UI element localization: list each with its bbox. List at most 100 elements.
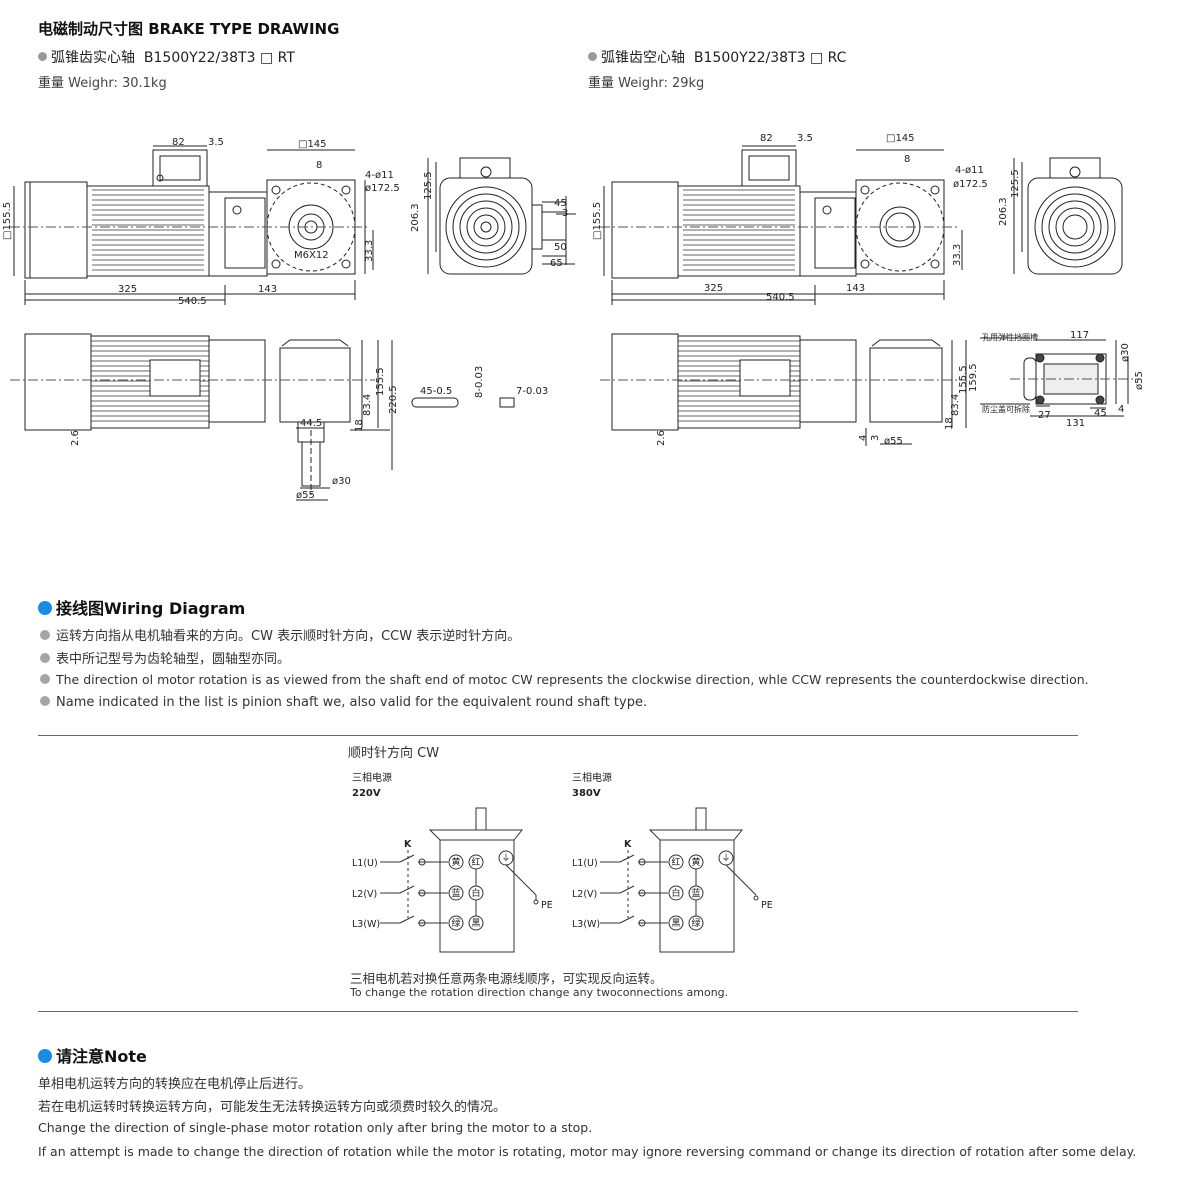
dim-label: 125.5 — [1010, 169, 1021, 198]
right-model-weight: 重量 Weighr: 29kg — [588, 72, 704, 91]
terminal-label: 白 — [471, 887, 480, 899]
wiring-bullet: 表中所记型号为齿轮轴型，圆轴型亦同。 — [40, 648, 290, 667]
dim-label: 4 — [858, 435, 869, 441]
dim-label: 143 — [846, 283, 865, 294]
wiring-diagram: 三相电源 220V 三相电源 380V — [352, 771, 773, 953]
dim-label: 83.4 — [362, 394, 373, 416]
dim-label: 3 — [562, 208, 568, 219]
ground-icon: ⏚ — [501, 853, 510, 864]
dim-label: ø30 — [1120, 343, 1131, 362]
dim-label: 117 — [1070, 330, 1089, 341]
dim-label: 143 — [258, 284, 277, 295]
dim-label: □155.5 — [592, 202, 603, 240]
right-top-view — [600, 145, 963, 305]
dim-label: ø172.5 — [953, 179, 988, 190]
switch-label: K — [404, 839, 412, 850]
right-model-heading: 弧锥齿空心轴 B1500Y22/38T3 □ RC — [588, 47, 846, 67]
dim-label: 33.3 — [952, 244, 963, 266]
note-heading-cn: 请注意 — [56, 1047, 105, 1066]
dim-label: 50 — [554, 242, 567, 253]
dim-label: ø30 — [332, 476, 351, 487]
dim-label: 44.5 — [300, 418, 322, 429]
dim-label: 325 — [704, 283, 723, 294]
dim-label: 540.5 — [766, 292, 795, 303]
terminal-label: 红 — [471, 856, 480, 868]
dim-label: 3.5 — [797, 133, 813, 144]
note-line: 单相电机运转方向的转换应在电机停止后进行。 — [38, 1077, 312, 1092]
line-label: L2(V) — [572, 889, 597, 900]
dim-label: 18 — [944, 417, 955, 430]
dim-label: □155.5 — [2, 202, 13, 240]
dim-label: 45 — [554, 198, 567, 209]
dim-label: 83.4 — [950, 394, 961, 416]
wiring-heading-cn: 接线图 — [56, 599, 105, 618]
note-label: 防尘盖可拆除 — [982, 404, 1030, 414]
supply-label: 三相电源 — [352, 771, 392, 784]
right-model-code: B1500Y22/38T3 □ RC — [693, 50, 847, 66]
dim-label: 45 — [1094, 408, 1107, 419]
dim-label: 155.5 — [375, 367, 386, 396]
dim-label: □145 — [886, 133, 915, 144]
dim-label: 4 — [1118, 404, 1124, 415]
technical-drawing: 82 3.5 □145 8 4-ø11 ø172.5 M6X12 □155.5 … — [2, 133, 1145, 501]
pe-label: PE — [761, 900, 773, 911]
page-title: 电磁制动尺寸图 BRAKE TYPE DRAWING — [38, 20, 340, 38]
terminal-label: 黄 — [451, 856, 460, 868]
left-weight-value: Weighr: 30.1kg — [68, 76, 167, 91]
dim-label: 3.5 — [208, 137, 224, 148]
divider — [38, 735, 1078, 736]
left-front-view — [10, 333, 515, 501]
supply-label: 三相电源 — [572, 771, 612, 784]
wiring-caption-en: To change the rotation direction change … — [350, 986, 729, 999]
bullet-dot-icon — [40, 674, 50, 684]
terminal-label: 蓝 — [691, 887, 700, 899]
pe-label: PE — [541, 900, 553, 911]
dim-label: 2.6 — [70, 430, 81, 446]
dim-label: ø55 — [1134, 371, 1145, 390]
dim-label: 131 — [1066, 418, 1085, 429]
note-heading: 请注意Note — [38, 1043, 147, 1067]
divider — [38, 1011, 1078, 1012]
right-model-name: 弧锥齿空心轴 — [601, 50, 685, 66]
terminal-label: 黑 — [471, 918, 480, 929]
wiring-diagram-title: 顺时针方向 CW — [348, 746, 440, 761]
left-top-view — [10, 145, 374, 305]
bullet-dot-icon — [38, 52, 47, 61]
left-weight-label: 重量 — [38, 76, 65, 91]
dim-label: 125.5 — [423, 171, 434, 200]
wiring-bullet-text: 运转方向指从电机轴看来的方向。CW 表示顺时针方向，CCW 表示逆时针方向。 — [56, 629, 521, 644]
dim-label: 8 — [904, 154, 910, 165]
wiring-heading-en: Wiring Diagram — [104, 599, 246, 618]
dim-label: 220.5 — [388, 385, 399, 414]
dim-label: 4-ø11 — [365, 170, 394, 181]
note-line: 若在电机运转时转换运转方向，可能发生无法转换运转方向或须费时较久的情况。 — [38, 1100, 507, 1115]
dim-label: ø55 — [884, 436, 903, 447]
voltage-label: 380V — [572, 788, 601, 799]
note-line: If an attempt is made to change the dire… — [38, 1144, 1137, 1159]
terminal-label: 绿 — [451, 917, 460, 929]
terminal-label: 黄 — [691, 856, 700, 868]
wiring-caption-cn: 三相电机若对换任意两条电源线顺序，可实现反向运转。 — [350, 971, 663, 986]
wiring-heading: 接线图Wiring Diagram — [38, 595, 245, 619]
dim-label: ø55 — [296, 490, 315, 501]
left-model-code: B1500Y22/38T3 □ RT — [143, 50, 295, 66]
bullet-dot-icon — [40, 630, 50, 640]
dim-label: 27 — [1038, 410, 1051, 421]
wiring-bullet-text: 表中所记型号为齿轮轴型，圆轴型亦同。 — [56, 652, 291, 667]
terminal-label: 红 — [671, 856, 680, 868]
note-heading-en: Note — [104, 1047, 147, 1066]
right-front-view — [600, 333, 1140, 446]
terminal-label: 蓝 — [451, 887, 460, 899]
line-label: L3(W) — [352, 919, 380, 930]
dim-label: M6X12 — [294, 250, 329, 261]
terminal-label: 绿 — [691, 917, 700, 929]
dim-label: 45-0.5 — [420, 386, 452, 397]
dim-label: 540.5 — [178, 296, 207, 307]
note-label: 孔用弹性挡圈槽 — [982, 332, 1038, 342]
right-weight-value: Weighr: 29kg — [618, 76, 705, 91]
dim-label: 206.3 — [998, 197, 1009, 226]
dim-label: 3 — [870, 435, 881, 441]
left-model-heading: 弧锥齿实心轴 B1500Y22/38T3 □ RT — [38, 47, 295, 67]
dim-label: 155.5 — [958, 365, 969, 394]
wiring-bullet: The direction ol motor rotation is as vi… — [40, 672, 1089, 687]
